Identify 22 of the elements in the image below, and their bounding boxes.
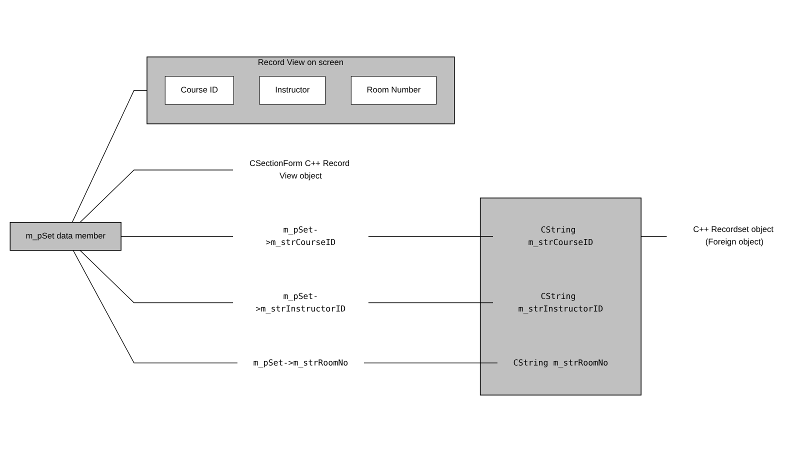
node-box: Course ID (164, 76, 234, 105)
node-box: Room Number (350, 76, 436, 105)
connector (640, 236, 668, 237)
connector (368, 302, 494, 304)
connector (368, 236, 494, 237)
connector (363, 362, 498, 364)
connector (72, 250, 238, 364)
connector (80, 250, 234, 304)
node-text: CSectionForm C++ Record View object (250, 159, 350, 180)
connector (72, 90, 148, 223)
cluster (480, 198, 642, 396)
node-text: m_pSet->m_strRoomNo (253, 358, 348, 368)
node-text: m_pSet->m_strInstructorID (256, 291, 346, 314)
node-text: CString m_strInstructorID (518, 291, 604, 314)
connector (120, 236, 234, 237)
node-text: CString m_strRoomNo (513, 358, 608, 368)
node-text: C++ Recordset object (Foreign object) (693, 225, 774, 247)
node-text: m_pSet->m_strCourseID (266, 224, 336, 248)
node-box: Instructor (259, 76, 326, 105)
connector (80, 170, 234, 223)
node-box: m_pSet data member (10, 222, 122, 251)
node-text: CString m_strCourseID (528, 224, 594, 248)
